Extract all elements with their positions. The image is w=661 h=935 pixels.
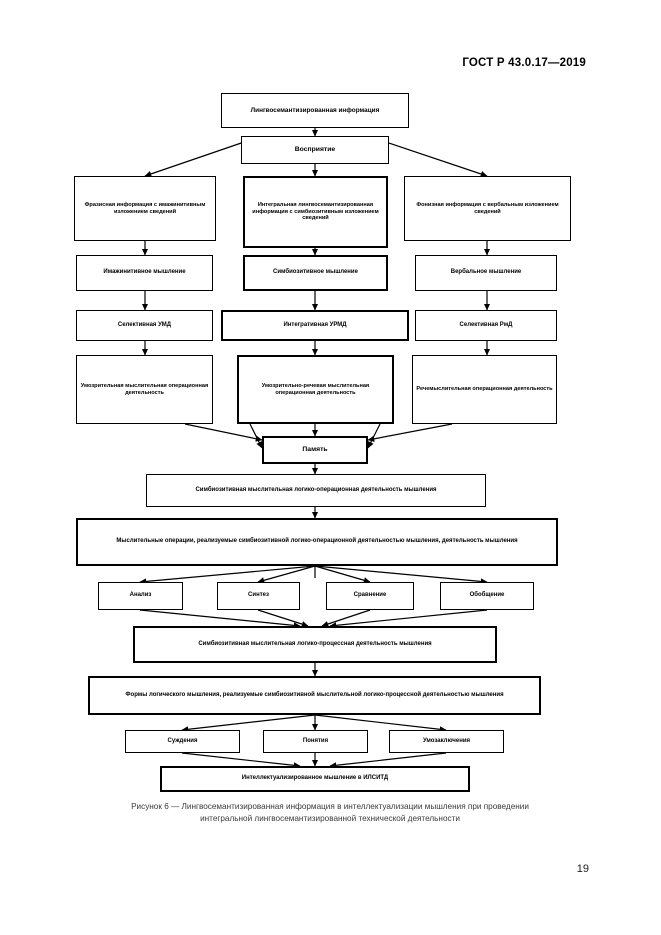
node-phonic-information: Фонизная информация с вербальным изложен… bbox=[404, 176, 571, 241]
figure-caption-line1: Рисунок 6 — Лингвосемантизированная инфо… bbox=[131, 802, 529, 811]
node-label: Анализ bbox=[129, 592, 152, 599]
node-imaginative-thinking: Имажинитивное мышление bbox=[76, 255, 213, 291]
node-label: Лингвосемантизированная информация bbox=[250, 106, 380, 114]
node-label: Фонизная информация с вербальным изложен… bbox=[416, 201, 559, 215]
node-label: Обобщение bbox=[469, 592, 505, 599]
node-integrative-urmd: Интегративная УРМД bbox=[221, 310, 409, 341]
node-label: Суждения bbox=[167, 737, 198, 744]
node-label: Селективная УМД bbox=[117, 321, 172, 328]
figure-caption: Рисунок 6 — Лингвосемантизированная инфо… bbox=[60, 801, 600, 825]
node-operation-generalization: Обобщение bbox=[440, 582, 534, 610]
node-result-intellectualized-thinking: Интеллектуализированное мышление в ИЛСИТ… bbox=[160, 766, 470, 792]
document-standard-header: ГОСТ Р 43.0.17—2019 bbox=[462, 57, 586, 69]
node-label: Восприятие bbox=[294, 145, 336, 153]
node-label: Фразисная информация с имажинитивным изл… bbox=[84, 201, 206, 215]
node-visual-speech-mental-operational-activity: Умозрительно-речевая мыслительная операц… bbox=[237, 355, 394, 424]
node-label: Умозрительно-речевая мыслительная операц… bbox=[261, 382, 370, 396]
node-label: Понятия bbox=[302, 737, 329, 744]
node-memory: Память bbox=[262, 436, 368, 464]
node-label: Сравнение bbox=[353, 592, 387, 599]
node-logic-forms: Формы логического мышления, реализуемые … bbox=[88, 676, 541, 715]
node-label: Вербальное мышление bbox=[450, 269, 522, 276]
node-operation-analysis: Анализ bbox=[98, 582, 183, 610]
node-label: Умозаключения bbox=[422, 737, 471, 744]
page-number: 19 bbox=[576, 863, 589, 875]
node-perception: Восприятие bbox=[241, 136, 389, 164]
node-verbal-thinking: Вербальное мышление bbox=[415, 255, 557, 291]
node-label: Симбиозитивное мышление bbox=[273, 269, 358, 276]
node-label: Интегративная УРМД bbox=[283, 321, 347, 328]
node-visual-mental-operational-activity: Умозрительная мыслительная операционная … bbox=[76, 355, 213, 424]
node-label: Речемыслительная операционная деятельнос… bbox=[416, 386, 553, 393]
node-operation-synthesis: Синтез bbox=[217, 582, 300, 610]
node-label: Формы логического мышления, реализуемые … bbox=[125, 691, 504, 698]
node-label: Интегральная лингвосемантизированная инф… bbox=[252, 201, 379, 222]
node-form-judgement: Суждения bbox=[125, 730, 240, 753]
node-logic-process-activity: Симбиозитивная мыслительная логико-проце… bbox=[133, 626, 497, 663]
node-label: Селективная РмД bbox=[459, 321, 513, 328]
node-mental-operations: Мыслительные операции, реализуемые симби… bbox=[76, 518, 558, 566]
node-label: Симбиозитивная мыслительная логико-опера… bbox=[195, 486, 437, 493]
node-label: Память bbox=[302, 445, 328, 453]
node-label: Мыслительные операции, реализуемые симби… bbox=[116, 538, 518, 545]
node-form-inference: Умозаключения bbox=[389, 730, 504, 753]
node-selective-umd: Селективная УМД bbox=[76, 310, 213, 341]
node-logic-operational-activity: Симбиозитивная мыслительная логико-опера… bbox=[146, 474, 486, 507]
node-label: Симбиозитивная мыслительная логико-проце… bbox=[198, 640, 432, 647]
figure-caption-line2: интегральной лингвосемантизированной тех… bbox=[200, 813, 460, 823]
node-label: Имажинитивное мышление bbox=[103, 269, 186, 276]
node-label: Умозрительная мыслительная операционная … bbox=[80, 382, 209, 396]
node-source-information: Лингвосемантизированная информация bbox=[221, 93, 409, 128]
node-form-concept: Понятия bbox=[263, 730, 368, 753]
node-selective-rmd: Селективная РмД bbox=[415, 310, 557, 341]
node-label: Синтез bbox=[248, 592, 269, 599]
node-label: Интеллектуализированное мышление в ИЛСИТ… bbox=[241, 775, 389, 782]
node-phrase-information: Фразисная информация с имажинитивным изл… bbox=[74, 176, 216, 241]
node-integral-information: Интегральная лингвосемантизированная инф… bbox=[243, 176, 388, 248]
node-speech-mental-operational-activity: Речемыслительная операционная деятельнос… bbox=[412, 355, 557, 424]
node-symbiotic-thinking: Симбиозитивное мышление bbox=[243, 255, 388, 291]
node-operation-comparison: Сравнение bbox=[326, 582, 414, 610]
